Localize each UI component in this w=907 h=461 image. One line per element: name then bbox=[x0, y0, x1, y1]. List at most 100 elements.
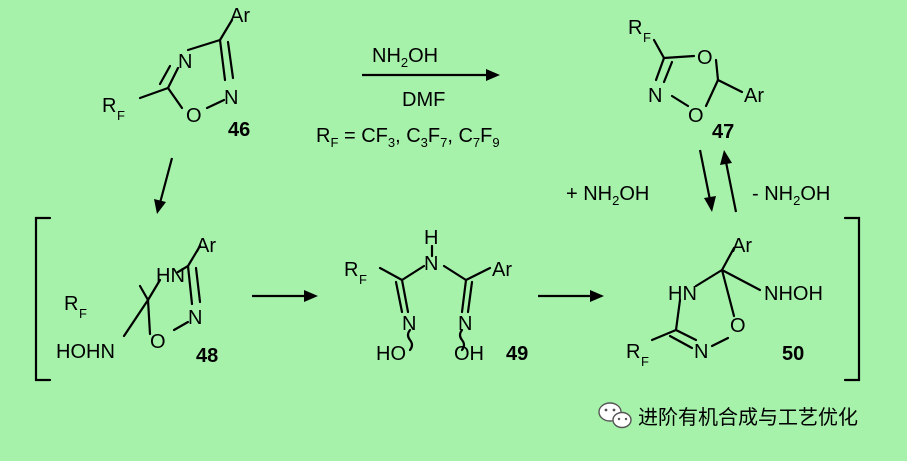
atom-ar: Ar bbox=[196, 235, 216, 257]
bond bbox=[122, 298, 150, 338]
compound-50: HN Ar NHOH O N R F 50 bbox=[626, 235, 823, 369]
reaction-arrow bbox=[158, 157, 174, 204]
atom-nhoh: NHOH bbox=[764, 283, 823, 305]
bond bbox=[650, 328, 678, 342]
atom-n: N bbox=[402, 313, 416, 335]
bond bbox=[394, 280, 404, 314]
arrow-48-to-49 bbox=[252, 290, 318, 302]
reverse-label: - NH2OH bbox=[752, 183, 830, 208]
bond bbox=[704, 78, 720, 108]
atom-r: R bbox=[628, 17, 642, 39]
arrow-head bbox=[304, 290, 318, 302]
bond bbox=[670, 94, 690, 108]
atom-r: R bbox=[626, 341, 640, 363]
compound-number-49: 49 bbox=[506, 343, 528, 365]
bond bbox=[674, 298, 682, 332]
bond bbox=[674, 328, 698, 342]
atom-hn: HN bbox=[668, 283, 697, 305]
atom-ho: HO bbox=[376, 343, 406, 365]
bond bbox=[668, 334, 694, 350]
compound-number-48: 48 bbox=[196, 345, 218, 367]
atom-r: R bbox=[102, 95, 116, 117]
atom-f: F bbox=[641, 354, 649, 369]
atom-f: F bbox=[359, 272, 367, 287]
bond bbox=[138, 86, 170, 100]
atom-hn: HN bbox=[156, 265, 185, 287]
arrow-head bbox=[704, 196, 716, 212]
atom-o: O bbox=[688, 105, 704, 127]
atom-r: R bbox=[344, 259, 358, 281]
left-bracket bbox=[34, 216, 52, 382]
arrow-49-to-50 bbox=[538, 290, 604, 302]
bond bbox=[714, 58, 720, 82]
arrow-head bbox=[154, 199, 166, 214]
atom-n: N bbox=[224, 87, 238, 109]
bond bbox=[400, 278, 410, 314]
atom-n: N bbox=[188, 307, 202, 329]
bond bbox=[662, 60, 674, 84]
bond bbox=[466, 280, 474, 314]
bond bbox=[166, 66, 180, 90]
atom-n: N bbox=[458, 313, 472, 335]
equilibrium-47-50: + NH2OH - NH2OH bbox=[566, 149, 830, 213]
bond bbox=[218, 38, 227, 82]
bond bbox=[460, 278, 468, 314]
bond bbox=[146, 278, 162, 302]
bond bbox=[400, 264, 426, 282]
forward-label: + NH2OH bbox=[566, 183, 649, 208]
compound-number-46: 46 bbox=[228, 119, 250, 141]
bond bbox=[654, 56, 666, 82]
bond bbox=[694, 268, 724, 288]
wavy-bond bbox=[458, 328, 466, 352]
bond bbox=[720, 268, 762, 292]
atom-ar: Ar bbox=[744, 85, 764, 107]
bond bbox=[205, 98, 226, 110]
bond bbox=[464, 266, 492, 282]
watermark: 进阶有机合成与工艺优化 bbox=[598, 402, 858, 429]
reagent-label: NH2OH bbox=[372, 45, 438, 70]
atom-n: N bbox=[178, 51, 192, 73]
compound-48: HN Ar R F N O HOHN 48 bbox=[56, 235, 218, 367]
bond bbox=[720, 246, 736, 272]
bond bbox=[138, 284, 150, 302]
atom-o: O bbox=[697, 47, 713, 69]
atom-n: N bbox=[648, 85, 662, 107]
compound-47: R F O N O Ar 47 bbox=[628, 17, 764, 143]
bond bbox=[442, 264, 468, 282]
compound-49: H N R F Ar N N HO OH 49 bbox=[344, 227, 528, 365]
atom-n: N bbox=[424, 253, 438, 275]
solvent-label: DMF bbox=[402, 89, 445, 111]
reverse-arrow bbox=[724, 161, 738, 213]
atom-ar: Ar bbox=[732, 235, 752, 257]
arrow-head bbox=[720, 150, 732, 165]
wechat-icon bbox=[598, 402, 632, 429]
bond bbox=[194, 266, 202, 304]
compound-number-47: 47 bbox=[712, 121, 734, 143]
bond bbox=[166, 86, 184, 110]
compound-46: N N O Ar R F 46 bbox=[102, 5, 250, 141]
atom-o: O bbox=[186, 105, 202, 127]
arrow-46-to-48 bbox=[154, 157, 174, 214]
atom-f: F bbox=[79, 306, 87, 321]
bond bbox=[652, 38, 666, 60]
atom-f: F bbox=[117, 108, 125, 123]
bond bbox=[146, 298, 152, 336]
bond bbox=[218, 18, 234, 42]
bond bbox=[720, 268, 736, 318]
watermark-text: 进阶有机合成与工艺优化 bbox=[638, 406, 858, 429]
atom-oh: OH bbox=[454, 343, 484, 365]
compound-number-50: 50 bbox=[782, 343, 804, 365]
bond bbox=[226, 40, 235, 80]
right-bracket bbox=[843, 216, 861, 382]
bond bbox=[158, 64, 172, 86]
bond bbox=[176, 264, 190, 274]
bond bbox=[186, 38, 222, 52]
atom-ar: Ar bbox=[230, 5, 250, 27]
atom-o: O bbox=[150, 331, 166, 353]
rf-definition: RF = CF3, C3F7, C7F9 bbox=[316, 125, 500, 150]
wavy-bond bbox=[406, 328, 414, 352]
arrow-head bbox=[486, 69, 500, 81]
atom-o: O bbox=[730, 315, 746, 337]
bond bbox=[710, 336, 730, 348]
